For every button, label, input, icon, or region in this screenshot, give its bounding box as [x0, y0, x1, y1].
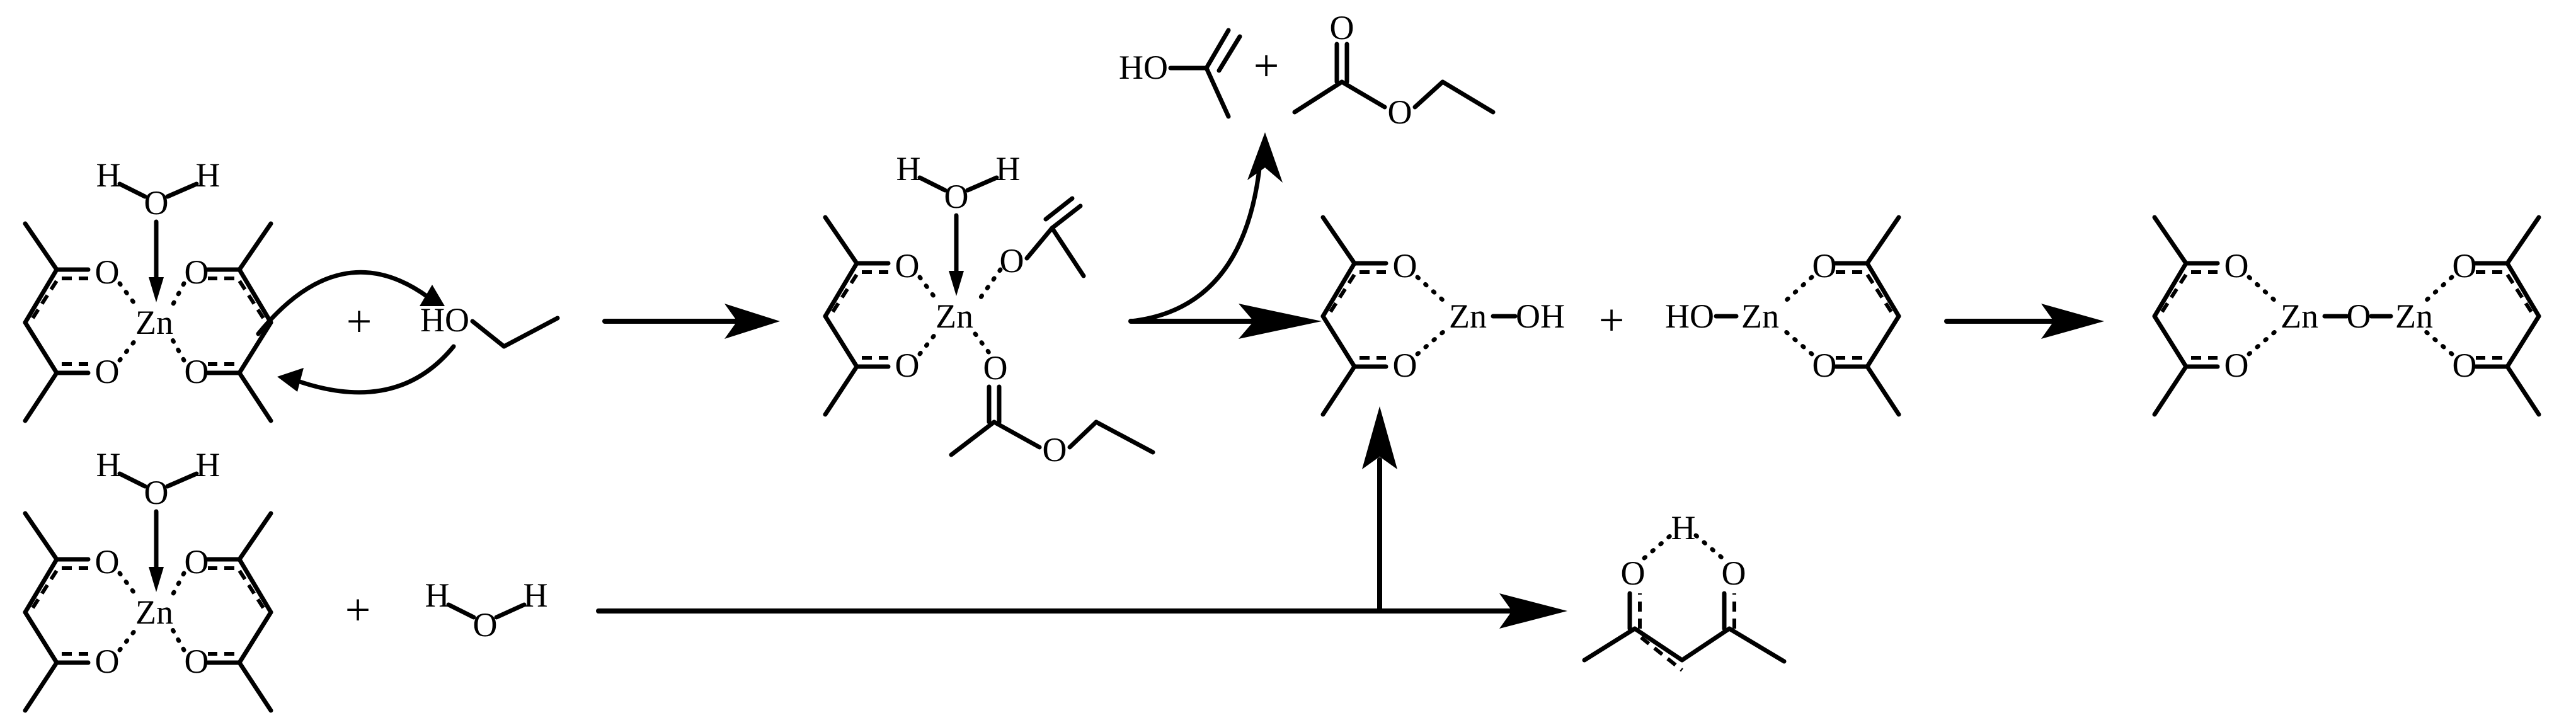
label-h: H — [896, 150, 921, 188]
label-o: O — [1722, 554, 1746, 592]
plus-sign: + — [1254, 40, 1279, 91]
label-o: O — [185, 642, 209, 680]
label-o: O — [144, 184, 169, 222]
plus-sign: + — [1599, 295, 1625, 345]
label-h: H — [96, 446, 121, 484]
label-o: O — [144, 474, 169, 511]
hydroxy-zinc-acac-right: O O Zn HO — [1665, 217, 1899, 414]
label-o: O — [2453, 346, 2477, 384]
label-ho: HO — [1119, 49, 1168, 86]
label-o: O — [2224, 346, 2249, 384]
label-o: O — [983, 349, 1008, 387]
label-o: O — [95, 353, 120, 391]
acetylacetone-product: O O H — [1582, 509, 1787, 672]
label-o: O — [1393, 247, 1417, 285]
label-o: O — [1812, 247, 1837, 285]
label-ho: HO — [1665, 297, 1714, 335]
label-o: O — [1388, 93, 1412, 131]
label-o: O — [1000, 242, 1024, 280]
ethanol: HO — [420, 301, 560, 349]
label-zn: Zn — [1741, 297, 1779, 335]
label-oh: OH — [1516, 297, 1565, 335]
zinc-acac-hydrate-bottom: O O O O Zn H O H — [25, 446, 271, 711]
label-zn: Zn — [1449, 297, 1487, 335]
label-o: O — [2347, 297, 2371, 335]
zinc-intermediate-complex: O O Zn H O H O O O — [825, 150, 1155, 469]
label-zn: Zn — [2395, 297, 2433, 335]
label-o: O — [473, 606, 498, 644]
label-h: H — [196, 446, 220, 484]
label-o: O — [185, 253, 209, 291]
label-o: O — [95, 642, 120, 680]
label-zn: Zn — [135, 304, 173, 341]
plus-sign: + — [346, 296, 372, 346]
label-ho: HO — [420, 301, 469, 339]
oxo-bridged-dizinc: O O O O Zn O Zn — [2155, 217, 2539, 414]
label-o: O — [2224, 247, 2249, 285]
label-o: O — [895, 346, 920, 384]
label-o: O — [944, 178, 969, 215]
hydroxy-zinc-acac-left: O O Zn OH — [1323, 217, 1565, 414]
label-h: H — [196, 156, 220, 194]
ethyl-acetate-top: O O — [1292, 9, 1496, 131]
curved-arrow-ethanol — [256, 270, 431, 336]
label-h: H — [96, 156, 121, 194]
label-o: O — [185, 543, 209, 581]
branch-arrow-up — [1128, 161, 1262, 324]
label-o: O — [1812, 346, 1837, 384]
label-o: O — [1330, 9, 1354, 47]
label-o: O — [95, 543, 120, 581]
label-o: O — [1621, 554, 1646, 592]
label-o: O — [95, 253, 120, 291]
label-h: H — [996, 150, 1021, 188]
label-o: O — [1043, 431, 1067, 469]
label-h: H — [524, 576, 548, 614]
label-o: O — [1393, 346, 1417, 384]
zinc-acac-hydrate-top: O O O O Zn H O H — [25, 156, 271, 421]
enol-product: HO — [1119, 28, 1242, 119]
label-o: O — [895, 247, 920, 285]
label-o: O — [185, 353, 209, 391]
label-h: H — [1671, 509, 1696, 547]
label-h: H — [425, 576, 450, 614]
label-o: O — [2453, 247, 2477, 285]
label-zn: Zn — [2281, 297, 2318, 335]
curved-arrow-oxygen — [294, 344, 456, 395]
plus-sign: + — [345, 585, 371, 635]
label-zn: Zn — [135, 593, 173, 631]
label-zn: Zn — [936, 297, 973, 335]
water: H O H — [425, 576, 548, 644]
